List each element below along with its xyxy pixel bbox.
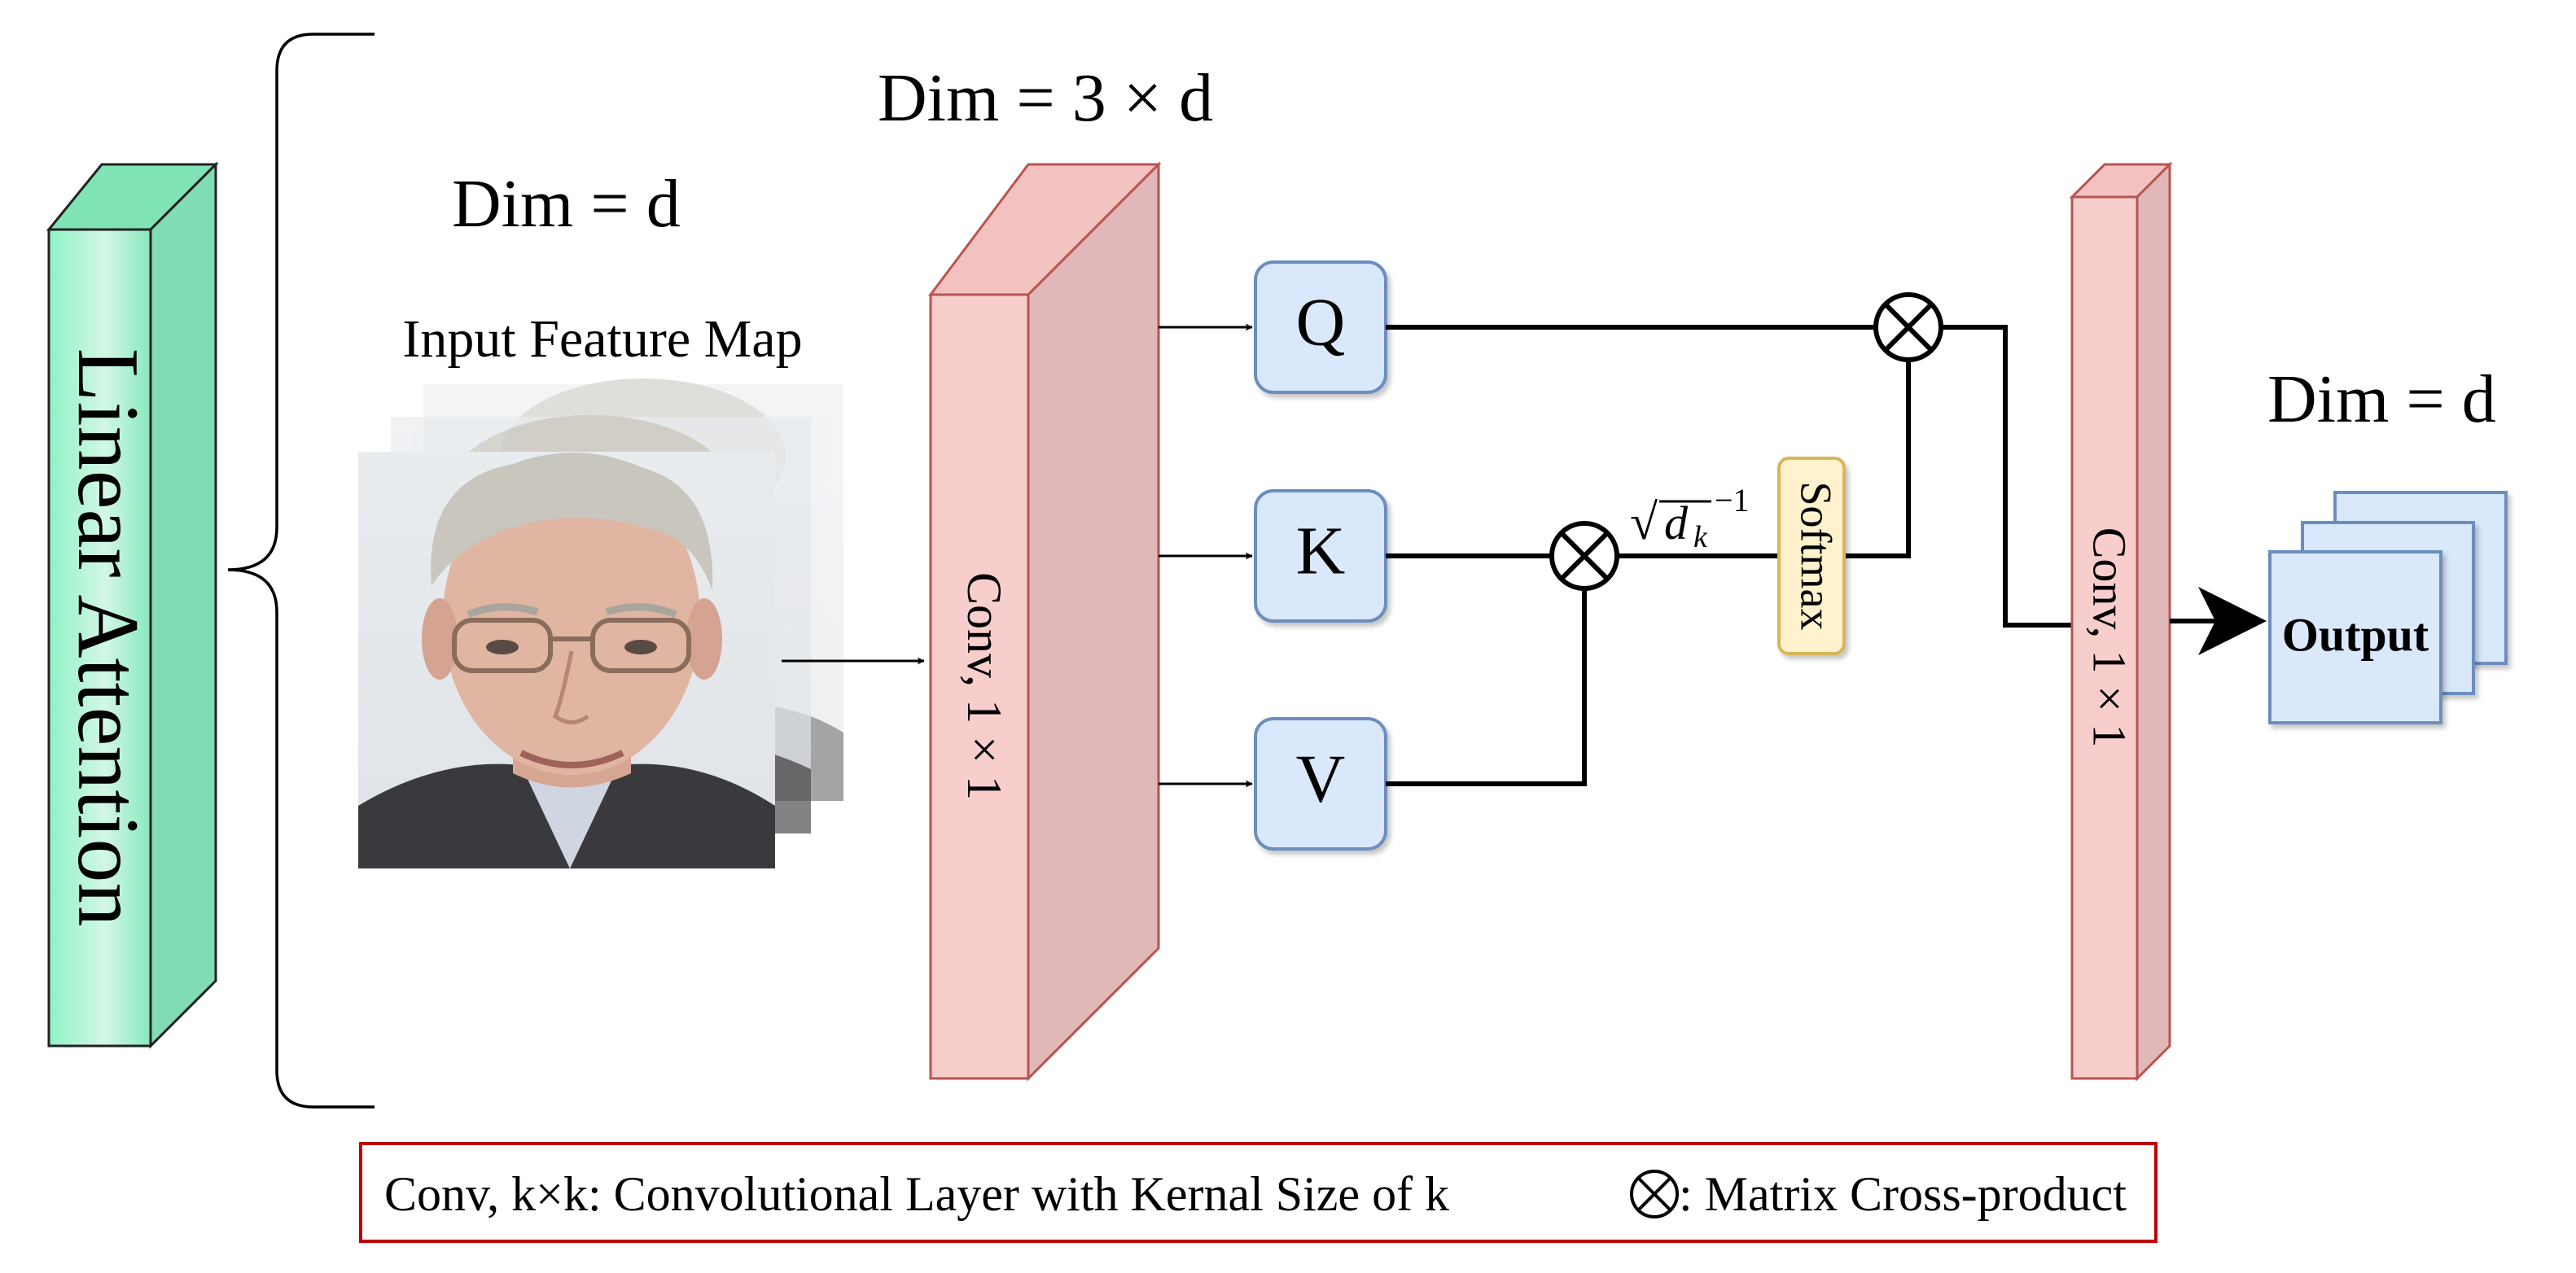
face-photo-icon bbox=[358, 452, 775, 868]
cross2-to-conv-out-line bbox=[1941, 325, 2072, 628]
conv-in-label: Conv, 1 × 1 bbox=[957, 572, 1011, 800]
conv-in-block: Conv, 1 × 1 bbox=[928, 161, 1162, 1082]
legend-conv-text: Conv, k×k: Convolutional Layer with Kern… bbox=[384, 1167, 1449, 1221]
conv-out-label: Conv, 1 × 1 bbox=[2083, 527, 2136, 748]
circled-times-icon bbox=[1873, 292, 1943, 362]
input-caption: Input Feature Map bbox=[402, 309, 802, 369]
scale-exp: −1 bbox=[1715, 482, 1750, 518]
output-dim-label: Dim = d bbox=[2267, 361, 2496, 437]
scale-sub: k bbox=[1693, 520, 1708, 554]
sqrt-symbol: √ bbox=[1630, 495, 1658, 550]
linear-attention-block: Linear Attention bbox=[46, 161, 219, 1049]
softmax-label: Softmax bbox=[1792, 482, 1841, 631]
curly-brace bbox=[227, 33, 375, 1109]
q-label: Q bbox=[1296, 284, 1346, 360]
legend: Conv, k×k: Convolutional Layer with Kern… bbox=[359, 1142, 2158, 1243]
output-label: Output bbox=[2282, 608, 2429, 661]
scale-factor: √ d k −1 bbox=[1630, 482, 1750, 554]
linear-attention-label: Linear Attention bbox=[59, 348, 156, 927]
k-label: K bbox=[1296, 513, 1346, 588]
output-stack bbox=[2268, 491, 2508, 724]
conv-in-dim-label: Dim = 3 × d bbox=[878, 60, 1213, 136]
softmax-to-cross2-line bbox=[1844, 360, 1911, 558]
input-feature-map bbox=[358, 378, 843, 868]
legend-cross-icon bbox=[1630, 1170, 1679, 1218]
v-label: V bbox=[1296, 741, 1346, 816]
scale-var: d bbox=[1664, 497, 1689, 549]
softmax-node bbox=[1777, 457, 1846, 655]
conv-out-block: Conv, 1 × 1 bbox=[2069, 161, 2173, 1082]
legend-cross-text: : Matrix Cross-product bbox=[1679, 1167, 2127, 1221]
circled-times-icon bbox=[1549, 521, 1619, 591]
v-line bbox=[1386, 588, 1587, 786]
input-dim-label: Dim = d bbox=[452, 166, 681, 242]
